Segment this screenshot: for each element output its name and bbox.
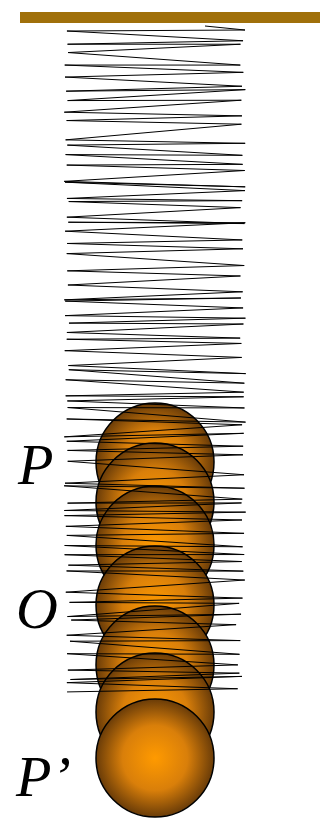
position-label: P: [16, 436, 55, 494]
position-label: O: [14, 580, 60, 638]
ball: [96, 699, 214, 817]
spring-coil-path: [64, 26, 246, 692]
ceiling-bar: [20, 12, 320, 23]
position-label: P’: [14, 748, 73, 806]
spring-coil: [64, 26, 246, 692]
